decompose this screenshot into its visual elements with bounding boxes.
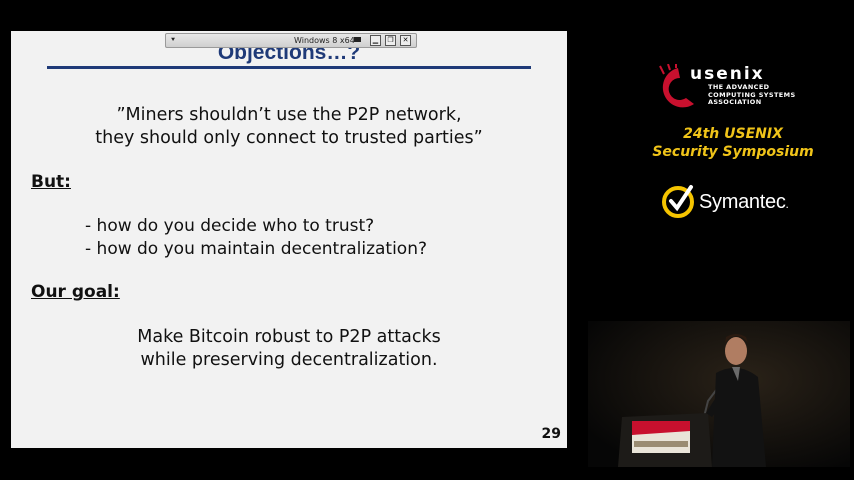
restore-button[interactable]: ❐ xyxy=(385,35,396,46)
speaker-at-podium-icon xyxy=(588,321,850,467)
close-button[interactable]: ✕ xyxy=(400,35,411,46)
symantec-name: Symantec xyxy=(699,191,786,213)
conference-title: 24th USENIX Security Symposium xyxy=(640,125,826,161)
quote-line-2: they should only connect to trusted part… xyxy=(95,128,483,148)
slide-page-number: 29 xyxy=(541,426,561,442)
goal-statement: Make Bitcoin robust to P2P attacks while… xyxy=(11,326,567,372)
conference-line-1: 24th USENIX xyxy=(683,126,783,142)
bullet-item-2: - how do you maintain decentralization? xyxy=(85,239,427,259)
monitor-icon[interactable] xyxy=(354,37,361,42)
symantec-wordmark: Symantec. xyxy=(699,191,789,214)
presentation-slide: Objections…? ”Miners shouldn’t use the P… xyxy=(11,31,567,448)
vm-window-toolbar[interactable]: ⯆ Windows 8 x64 ▁ ❐ ✕ xyxy=(165,33,417,48)
usenix-tagline-line-3: ASSOCIATION xyxy=(708,98,762,106)
usenix-wordmark: usenix xyxy=(690,64,765,84)
quote-line-1: ”Miners shouldn’t use the P2P network, xyxy=(116,105,462,125)
speaker-video xyxy=(588,321,850,467)
symantec-check-icon xyxy=(662,185,694,218)
title-underline xyxy=(47,66,531,69)
usenix-tagline-line-1: THE ADVANCED xyxy=(708,83,770,91)
goal-line-2: while preserving decentralization. xyxy=(140,350,438,370)
goal-label: Our goal: xyxy=(31,282,120,302)
vm-window-title: Windows 8 x64 xyxy=(294,36,355,45)
bullet-item-1: - how do you decide who to trust? xyxy=(85,216,375,236)
conference-line-2: Security Symposium xyxy=(652,144,814,160)
pin-icon[interactable]: ⯆ xyxy=(170,36,176,44)
minimize-button[interactable]: ▁ xyxy=(370,35,381,46)
objection-quote: ”Miners shouldn’t use the P2P network, t… xyxy=(11,104,567,150)
but-label: But: xyxy=(31,172,71,192)
usenix-tagline-line-2: COMPUTING SYSTEMS xyxy=(708,90,796,99)
usenix-logo-icon xyxy=(659,64,694,108)
goal-line-1: Make Bitcoin robust to P2P attacks xyxy=(137,327,441,347)
symantec-dot: . xyxy=(785,197,789,211)
bullet-list: - how do you decide who to trust? - how … xyxy=(85,215,427,261)
usenix-tagline: THE ADVANCED COMPUTING SYSTEMS ASSOCIATI… xyxy=(708,83,796,107)
